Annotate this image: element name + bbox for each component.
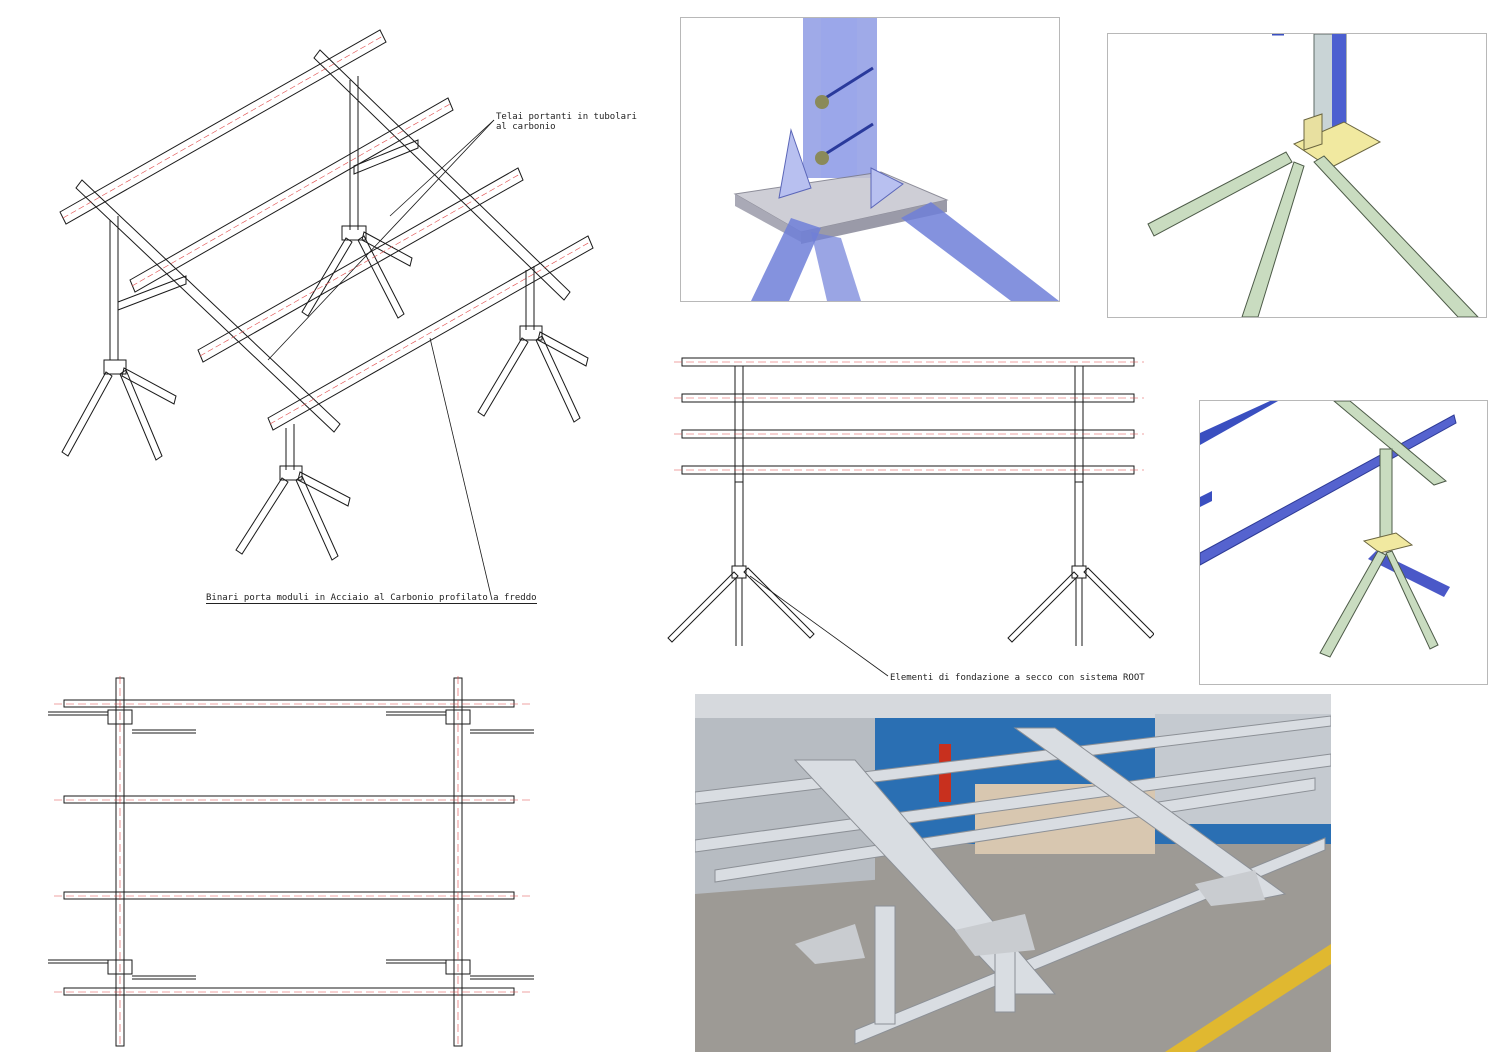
workshop-photo bbox=[695, 694, 1331, 1052]
callout-telai: Telai portanti in tubolari al carbonio bbox=[496, 112, 637, 132]
plan-view-drawing bbox=[44, 676, 544, 1048]
callout-elementi: Elementi di fondazione a secco con siste… bbox=[890, 673, 1145, 683]
isometric-frame-svg bbox=[59, 29, 594, 601]
rail-connection-svg bbox=[1200, 401, 1457, 658]
callout-binari: Binari porta moduli in Acciaio al Carbon… bbox=[206, 593, 537, 604]
base-detail-green-render bbox=[1107, 33, 1487, 318]
side-elevation-svg bbox=[667, 357, 1154, 677]
base-detail-green-svg bbox=[1147, 34, 1479, 317]
base-detail-blue-svg bbox=[733, 18, 1059, 301]
isometric-frame-drawing: Telai portanti in tubolari al carbonio B… bbox=[40, 20, 660, 620]
workshop-photo-svg bbox=[695, 694, 1331, 1052]
side-elevation-drawing: Elementi di fondazione a secco con siste… bbox=[664, 350, 1154, 690]
base-detail-blue-render bbox=[680, 17, 1060, 302]
plan-view-svg bbox=[48, 676, 534, 1048]
rail-connection-render bbox=[1199, 400, 1488, 685]
